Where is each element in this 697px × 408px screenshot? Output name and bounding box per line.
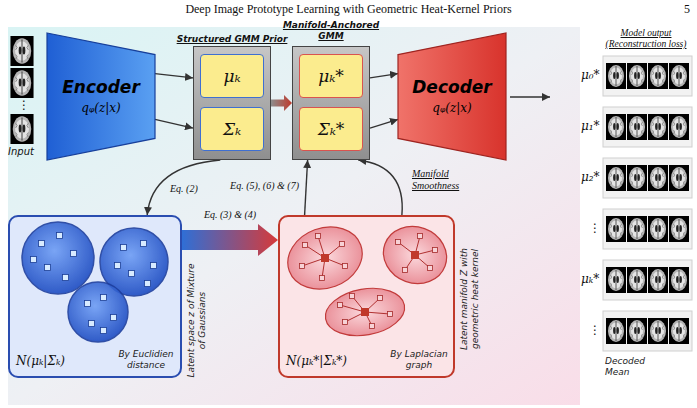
block-arrow bbox=[271, 95, 292, 111]
node-text: Decoder bbox=[412, 77, 491, 97]
latent-manifold-box: N(μₖ*|Σₖ*) By Laplacian graph bbox=[278, 215, 455, 378]
text-holder: N(μₖ*|Σₖ*) bbox=[286, 354, 347, 368]
prior-box: Structured GMM PriorμₖΣₖ bbox=[193, 46, 271, 160]
edge-label: Manifold Smoothness bbox=[412, 168, 466, 192]
decoder-trapezoid: Decoder qᵩ(z|x) bbox=[398, 33, 506, 160]
edge-label: Eq. (2) bbox=[170, 183, 198, 195]
node-body: Σₖ* bbox=[300, 108, 362, 150]
label-text: μₖ* bbox=[581, 272, 599, 286]
node-text: μₖ* bbox=[318, 66, 344, 86]
label-holder: μ₁* bbox=[581, 119, 600, 133]
label-text: 5 bbox=[668, 2, 690, 16]
node-text: Σₖ bbox=[223, 119, 241, 139]
edge-label-holder: Eq. (3) & (4) bbox=[204, 209, 256, 221]
background-panel bbox=[8, 27, 580, 405]
node-body: μₖ* bbox=[300, 55, 362, 97]
edge-label-holder: Manifold Smoothness bbox=[412, 168, 466, 192]
node-text: Σₖ* bbox=[318, 119, 345, 139]
trapezoid-outline bbox=[398, 33, 506, 160]
node-text: Manifold-Anchored GMM bbox=[276, 20, 386, 42]
label-holder: Latent space z of Mixture of Gaussians bbox=[186, 263, 208, 378]
block-arrow bbox=[182, 224, 278, 256]
node-body: Encoder qᵩ(z|x) bbox=[47, 33, 155, 160]
connector-arrow bbox=[155, 119, 193, 128]
node-text: N(μₖ*|Σₖ*) bbox=[286, 354, 347, 368]
input-images bbox=[10, 36, 33, 144]
label-text: ⋮ bbox=[589, 323, 601, 337]
label-text: μ₂* bbox=[581, 170, 600, 184]
label-text: Deep Image Prototype Learning with Geome… bbox=[0, 2, 697, 16]
label-holder: μ₀* bbox=[581, 68, 600, 82]
label-text: Latent space z of Mixture of Gaussians bbox=[186, 263, 208, 378]
connector-arrow bbox=[155, 74, 193, 78]
node-body: Σₖ bbox=[201, 108, 263, 150]
label-holder: Model output (Reconstruction loss) bbox=[598, 28, 694, 50]
output-arrow bbox=[510, 96, 550, 97]
label-text: ⋮ bbox=[589, 221, 601, 235]
node-text: By Euclidien distance bbox=[115, 349, 177, 371]
edge-label: Eq. (3) & (4) bbox=[204, 209, 256, 221]
label-text: Input bbox=[8, 146, 34, 158]
label-text: μ₀* bbox=[581, 68, 600, 82]
text-holder: N(μₖ|Σₖ) bbox=[16, 354, 65, 368]
connector-arrow bbox=[147, 160, 220, 215]
label-text: Model output (Reconstruction loss) bbox=[598, 28, 694, 50]
label-holder: Latent manifold Z with geometric heat ke… bbox=[459, 224, 481, 374]
label-holder: 5 bbox=[668, 2, 690, 16]
trapezoid-outline bbox=[47, 33, 155, 160]
text-holder: By Euclidien distance bbox=[115, 349, 177, 371]
node-text: N(μₖ|Σₖ) bbox=[16, 354, 65, 368]
node-body: Decoder qᵩ(z|x) bbox=[398, 33, 506, 160]
latent-manifold-fill bbox=[278, 215, 455, 378]
label-holder: Decoded Mean bbox=[605, 356, 651, 378]
manifold-graph bbox=[279, 217, 455, 342]
text-holder: Structured GMM Prior bbox=[177, 34, 288, 45]
node-text: By Laplacian graph bbox=[388, 349, 450, 371]
mean-box: μₖ bbox=[200, 54, 264, 98]
label-holder: ⋮ bbox=[589, 221, 601, 235]
label-text: μ₁* bbox=[581, 119, 600, 133]
label-holder: ⋮ bbox=[589, 323, 601, 337]
gaussian-clusters bbox=[22, 222, 168, 342]
text-holder: By Laplacian graph bbox=[388, 349, 450, 371]
edge-label-holder: Eq. (2) bbox=[170, 183, 198, 195]
node-text: Structured GMM Prior bbox=[177, 34, 288, 45]
node-text: Encoder bbox=[62, 77, 140, 97]
label-holder: ⋮ bbox=[18, 98, 30, 112]
connector-arrow bbox=[305, 160, 308, 215]
label-holder: Deep Image Prototype Learning with Geome… bbox=[0, 2, 697, 16]
latent-space-fill bbox=[8, 215, 182, 378]
node-body: μₖ bbox=[201, 55, 263, 97]
label-holder: μₖ* bbox=[581, 272, 599, 286]
covariance-box: Σₖ* bbox=[299, 107, 363, 151]
output-images bbox=[603, 56, 692, 351]
edge-label-holder: Eq. (5), (6) & (7) bbox=[230, 180, 299, 192]
connector-arrow bbox=[370, 74, 398, 78]
covariance-box: Σₖ bbox=[200, 107, 264, 151]
node-text: qᵩ(z|x) bbox=[81, 101, 120, 116]
label-text: Decoded Mean bbox=[605, 356, 651, 378]
connector-arrow bbox=[358, 160, 402, 215]
node-text: qᵩ(z|x) bbox=[432, 101, 471, 116]
label-holder: μ₂* bbox=[581, 170, 600, 184]
label-text: Latent manifold Z with geometric heat ke… bbox=[459, 224, 481, 374]
label-text: ⋮ bbox=[18, 98, 30, 112]
connector-arrow bbox=[370, 119, 398, 128]
encoder-trapezoid: Encoder qᵩ(z|x) bbox=[47, 33, 155, 160]
text-holder: Manifold-Anchored GMM bbox=[276, 20, 386, 42]
edge-label: Eq. (5), (6) & (7) bbox=[230, 180, 299, 192]
node-text: μₖ bbox=[223, 66, 240, 86]
mean-box: μₖ* bbox=[299, 54, 363, 98]
label-holder: Input bbox=[8, 146, 34, 158]
anchored-prior-box: Manifold-Anchored GMMμₖ*Σₖ* bbox=[292, 46, 370, 160]
latent-space-box: N(μₖ|Σₖ) By Euclidien distance bbox=[8, 215, 182, 378]
